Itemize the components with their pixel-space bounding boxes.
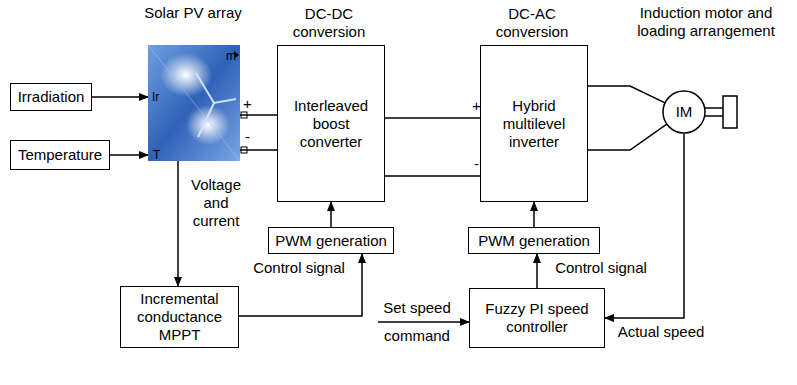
input-label: Set speed command [378, 294, 456, 350]
terminal-sign: - [245, 128, 250, 146]
connector [588, 124, 667, 150]
input-box: Temperature [10, 140, 110, 170]
signal-label: Actual speed [606, 323, 716, 341]
node-text: PWM generation [475, 232, 593, 250]
stage-heading: DC-DC conversion [279, 5, 379, 41]
pv-panel [148, 45, 240, 161]
motor-shaft [705, 107, 723, 109]
pwm-box: PWM generation [268, 227, 394, 254]
connector [92, 96, 148, 98]
light-glow [186, 105, 230, 145]
signal-label: Control signal [546, 259, 656, 277]
connector [533, 202, 535, 227]
motor-circle: Induction motor and loading arrangementI… [662, 90, 706, 134]
connector [177, 161, 179, 286]
controller-box: Fuzzy PI speed controller [469, 288, 605, 348]
load-block [723, 96, 737, 128]
signal-label: Voltage and current [184, 176, 248, 230]
terminal-sign: - [474, 155, 479, 173]
node-text: Fuzzy PI speed controller [470, 300, 604, 336]
connector [536, 254, 538, 288]
node-text: Irradiation [15, 88, 88, 106]
motor-circle-shape [663, 91, 705, 133]
connector [240, 114, 277, 116]
inverter-box: DC-AC conversionHybrid multilevel invert… [480, 45, 588, 202]
node-text: Interleaved boost converter [278, 97, 384, 151]
node-text: Incremental conductance MPPT [121, 290, 238, 344]
stage-heading: Solar PV array [143, 4, 243, 22]
mppt-box: Incremental conductance MPPT [120, 286, 239, 348]
connector [330, 202, 332, 227]
connector [588, 86, 665, 103]
node-text: Hybrid multilevel inverter [481, 97, 587, 151]
terminal-sign: + [472, 97, 481, 115]
motor-shaft [705, 115, 723, 117]
terminal-sign: + [243, 95, 252, 113]
stage-heading: DC-AC conversion [482, 5, 582, 41]
converter-box: DC-DC conversionInterleaved boost conver… [277, 45, 385, 202]
connector [110, 154, 148, 156]
node-text: IM [673, 103, 696, 121]
node-text: Temperature [15, 146, 105, 164]
connector [605, 134, 684, 318]
light-streak [196, 73, 236, 137]
port-label: T [153, 146, 160, 164]
connector [385, 117, 480, 119]
light-glow [160, 53, 212, 97]
stage-heading: Induction motor and loading arrangement [618, 4, 794, 40]
connector [240, 149, 277, 151]
command-arrow [378, 321, 469, 323]
pwm-box: PWM generation [468, 227, 600, 254]
port-label: m [226, 47, 236, 65]
input-box: Irradiation [10, 83, 92, 111]
panel-line [148, 45, 240, 161]
connector [239, 254, 362, 316]
node-text: PWM generation [272, 232, 390, 250]
connector [385, 175, 480, 177]
signal-label: Control signal [244, 259, 354, 277]
port-label: Ir [152, 88, 159, 106]
